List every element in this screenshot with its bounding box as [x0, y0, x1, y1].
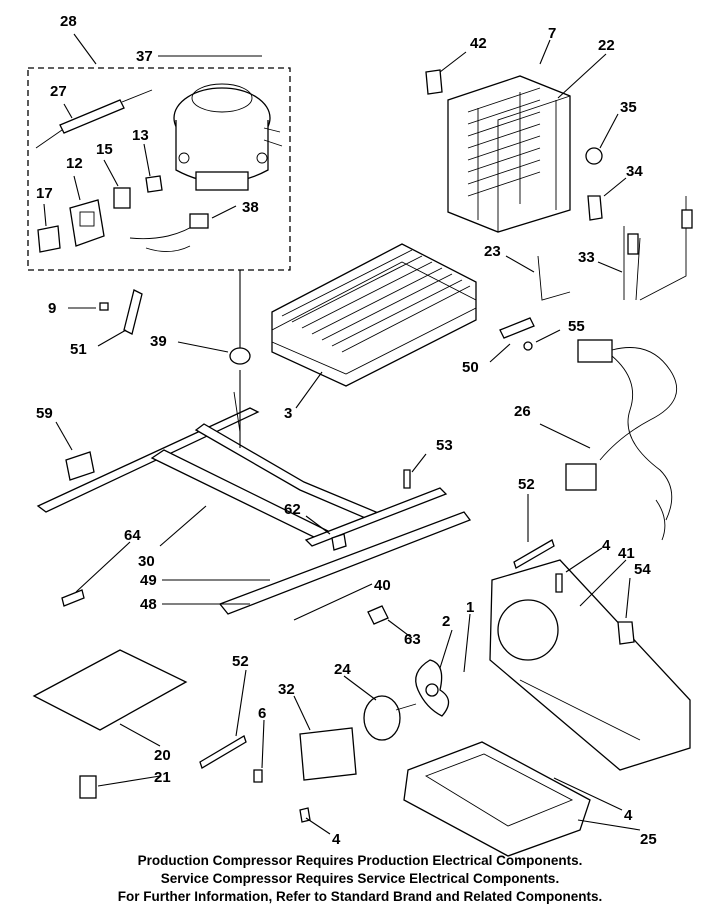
footnotes: Production Compressor Requires Productio… [0, 852, 720, 906]
screw-4a [555, 573, 563, 593]
callout-48: 48 [140, 596, 157, 613]
callout-30: 30 [138, 553, 155, 570]
screw-52a [513, 539, 555, 569]
condenser-coil [271, 243, 477, 387]
callout-33: 33 [578, 249, 595, 266]
screw-6 [253, 769, 263, 783]
callout-64: 64 [124, 527, 141, 544]
evaporator-clip [425, 69, 443, 95]
callout-9: 9 [48, 300, 56, 317]
callout-17: 17 [36, 185, 53, 202]
fan-bracket [489, 559, 691, 771]
base-frame [36, 391, 472, 615]
compressor-kit-box [27, 67, 291, 271]
note-production: Production Compressor Requires Productio… [137, 853, 583, 868]
filter-drier [35, 89, 153, 149]
callout-23: 23 [484, 243, 501, 260]
callout-62: 62 [284, 501, 301, 518]
callout-39: 39 [150, 333, 167, 350]
screw-53 [403, 469, 411, 489]
callout-4a: 4 [602, 537, 611, 554]
wire-harness-compressor [129, 213, 209, 252]
defrost-terminator [585, 147, 603, 165]
tie-62 [331, 533, 347, 551]
callout-labels: 28 37 27 13 15 12 17 38 42 7 22 35 34 23… [36, 13, 657, 848]
callout-27: 27 [50, 83, 67, 100]
grommet-54 [617, 621, 635, 645]
callout-15: 15 [96, 141, 113, 158]
callout-40: 40 [374, 577, 391, 594]
fan-blade [415, 659, 450, 717]
callout-26: 26 [514, 403, 531, 420]
relay-clip [37, 225, 61, 253]
drain-pan [403, 741, 591, 857]
callout-51: 51 [70, 341, 87, 358]
callout-4c: 4 [332, 831, 341, 848]
callout-2: 2 [442, 613, 450, 630]
wiring-harness [565, 339, 678, 541]
callout-20: 20 [154, 747, 171, 764]
motor-bracket [299, 727, 357, 781]
callout-22: 22 [598, 37, 615, 54]
callout-42: 42 [470, 35, 487, 52]
plug [99, 302, 109, 311]
start-relay [69, 199, 105, 247]
callout-25: 25 [640, 831, 657, 848]
callout-21: 21 [154, 769, 171, 786]
heater-clip [587, 195, 603, 221]
callout-34: 34 [626, 163, 643, 180]
callout-59: 59 [36, 405, 53, 422]
callout-7: 7 [548, 25, 556, 42]
callout-63: 63 [404, 631, 421, 648]
callout-28: 28 [60, 13, 77, 30]
callout-35: 35 [620, 99, 637, 116]
nut-63 [367, 605, 389, 625]
screw-64 [61, 589, 85, 607]
note-service: Service Compressor Requires Service Elec… [160, 871, 560, 886]
callout-52a: 52 [518, 476, 535, 493]
screw-55 [523, 341, 533, 351]
callout-55: 55 [568, 318, 585, 335]
leveling-leg [79, 775, 97, 799]
callout-38: 38 [242, 199, 259, 216]
callout-52b: 52 [232, 653, 249, 670]
screw-52b [199, 735, 247, 769]
evaporator-bracket [537, 255, 571, 301]
callout-6: 6 [258, 705, 266, 722]
fan-motor [363, 695, 417, 741]
callout-4b: 4 [624, 807, 633, 824]
callout-12: 12 [66, 155, 83, 172]
callout-41: 41 [618, 545, 635, 562]
callout-37: 37 [136, 48, 153, 65]
clip-59 [65, 451, 95, 481]
leader-lines [43, 33, 641, 835]
note-further-info: For Further Information, Refer to Standa… [117, 889, 603, 904]
callout-1: 1 [466, 599, 474, 616]
insulation-pad [32, 649, 188, 731]
callout-3: 3 [284, 405, 292, 422]
fan-shroud-bracket [499, 317, 535, 339]
tube [123, 289, 143, 335]
callout-54: 54 [634, 561, 651, 578]
callout-13: 13 [132, 127, 149, 144]
overload-protector [145, 175, 163, 193]
grommet [229, 347, 251, 365]
compressor [173, 83, 283, 191]
callout-50: 50 [462, 359, 479, 376]
evaporator [447, 75, 571, 233]
defrost-heater [623, 196, 693, 301]
callout-32: 32 [278, 681, 295, 698]
callout-24: 24 [334, 661, 351, 678]
callout-53: 53 [436, 437, 453, 454]
callout-49: 49 [140, 572, 157, 589]
relay-cover [113, 187, 131, 209]
